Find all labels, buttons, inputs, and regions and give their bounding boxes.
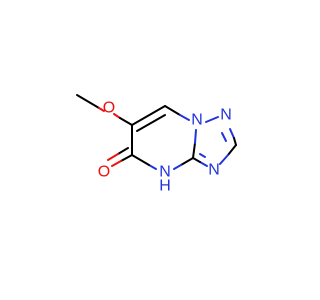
bond-c6-c7-inner	[136, 114, 166, 132]
bond-methyl-o	[76, 94, 100, 109]
atom-o-carbonyl: O	[98, 164, 110, 181]
bond-n3-c8a-inner-blue	[199, 153, 206, 158]
atom-o-methoxy: O	[103, 100, 115, 117]
atom-n2: N	[220, 107, 232, 124]
molecule-canvas: O N N N N H O	[76, 94, 237, 195]
bond-c-n3-blue	[219, 154, 229, 165]
bond-c5-o-inner-red	[107, 153, 119, 161]
bond-n2-c-inner-blue	[221, 132, 227, 142]
bond-n1-n2	[205, 116, 219, 123]
bond-c7-n1-blue	[179, 114, 190, 121]
atom-n3: N	[208, 162, 220, 179]
bond-n2-c-blue	[229, 128, 235, 139]
bond-c-n3	[227, 144, 237, 156]
atom-nh-n: N	[159, 164, 171, 181]
molecule-structure: O N N N N H O	[76, 94, 237, 195]
bond-nh-c5-blue	[148, 164, 157, 170]
bond-o-c6	[119, 117, 133, 126]
bond-c5-o-red	[111, 160, 122, 167]
bond-n3-c8a-blue	[199, 161, 208, 167]
bond-c8a-nh-blue	[173, 164, 182, 170]
bond-n2-c	[233, 137, 237, 146]
bond-c5-o	[120, 154, 133, 162]
bond-c8a-n1	[192, 142, 196, 159]
bond-methyl-o-red	[98, 107, 105, 112]
bond-nh-c5	[131, 154, 150, 166]
bond-c5-o-inner	[117, 147, 129, 155]
bond-o-c6-red	[113, 113, 121, 119]
bond-c7-n1	[164, 105, 181, 116]
atom-n1: N	[191, 112, 203, 129]
bond-n3-c8a	[192, 157, 201, 163]
bond-c6-c7	[131, 105, 166, 126]
atom-nh-h: H	[159, 178, 171, 195]
bond-c8a-nh	[180, 157, 194, 166]
bond-c8a-n1-blue	[194, 129, 197, 144]
